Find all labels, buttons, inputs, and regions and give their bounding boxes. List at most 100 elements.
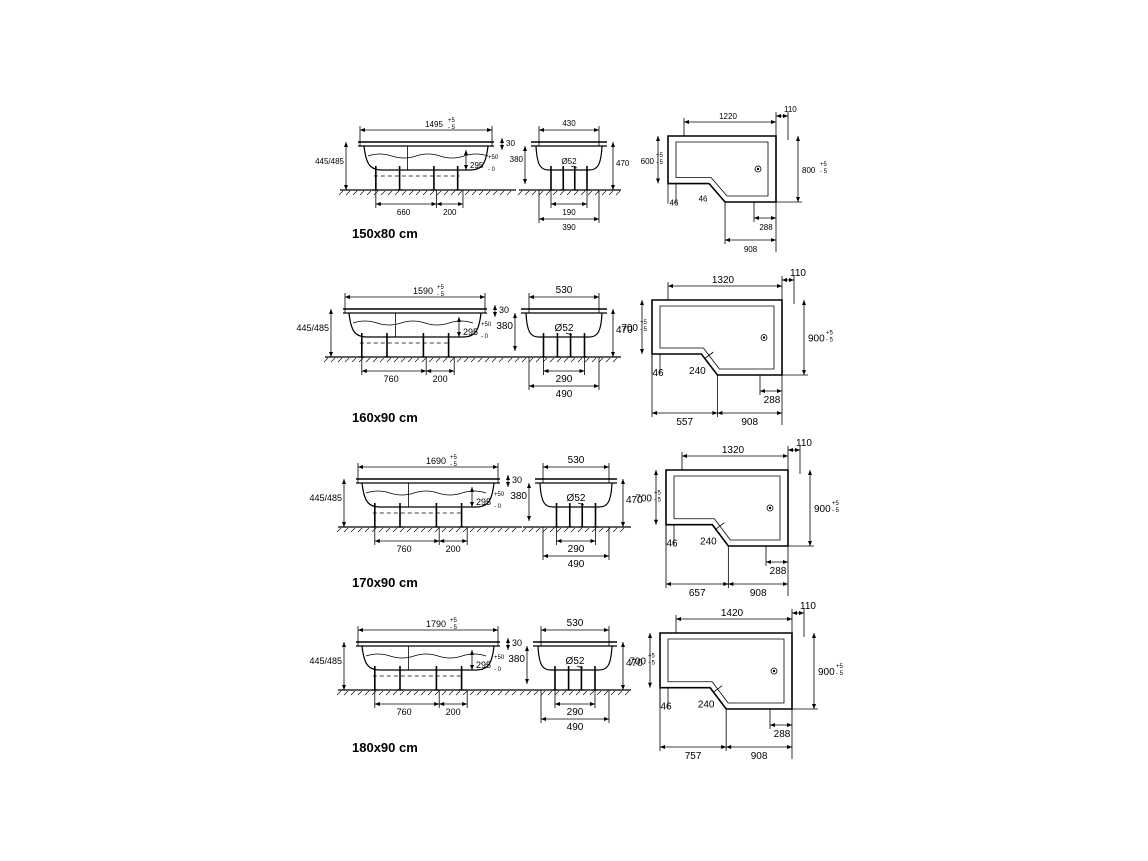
plan-right-top-label: 110 bbox=[790, 268, 806, 279]
plan-step-label: 240 bbox=[700, 537, 717, 548]
floor-hatch bbox=[422, 190, 428, 196]
row-title: 160x90 cm bbox=[352, 410, 418, 425]
plan-left-width-label: 700 bbox=[621, 323, 638, 334]
arrow-head bbox=[360, 128, 365, 132]
floor-hatch bbox=[566, 190, 572, 196]
floor-hatch bbox=[589, 690, 595, 696]
floor-hatch bbox=[519, 690, 525, 696]
arrow-head bbox=[621, 685, 625, 690]
floor-hatch bbox=[556, 357, 562, 363]
leg-adjust-tol-top: +50 bbox=[488, 155, 499, 161]
leg-spacing-a-label: 660 bbox=[397, 208, 411, 217]
arrow-head bbox=[431, 202, 437, 206]
plan-left-tol-bottom: - 5 bbox=[654, 497, 662, 503]
floor-hatch bbox=[463, 357, 469, 363]
floor-hatch bbox=[413, 527, 419, 533]
floor-hatch bbox=[540, 690, 546, 696]
arrow-head bbox=[652, 411, 657, 415]
arrow-head bbox=[611, 352, 615, 357]
arrow-head bbox=[788, 448, 793, 452]
floor-hatch bbox=[601, 190, 607, 196]
floor-hatch bbox=[484, 357, 490, 363]
floor-hatch bbox=[561, 690, 567, 696]
floor-hatch bbox=[469, 690, 475, 696]
arrow-head bbox=[375, 202, 381, 206]
plan-right-top-label: 110 bbox=[796, 438, 812, 449]
floor-hatch bbox=[608, 190, 614, 196]
side-length-label: 1495 bbox=[425, 120, 443, 129]
floor-hatch bbox=[429, 190, 435, 196]
drain-hole bbox=[770, 667, 778, 675]
floor-hatch bbox=[434, 690, 440, 696]
arrow-head bbox=[808, 541, 812, 546]
drain-center bbox=[772, 669, 776, 673]
plan-right-tol-bottom: - 5 bbox=[832, 508, 840, 514]
side-length-tol-top: +5 bbox=[450, 618, 458, 624]
floor-hatch bbox=[378, 527, 384, 533]
floor-hatch bbox=[478, 190, 484, 196]
arrow-head bbox=[529, 384, 534, 388]
plan-right-tol-bottom: - 5 bbox=[826, 338, 834, 344]
arrow-head bbox=[579, 369, 585, 373]
arrow-head bbox=[513, 346, 517, 351]
floor-hatch bbox=[573, 190, 579, 196]
floor-hatch bbox=[462, 527, 468, 533]
floor-hatch bbox=[492, 190, 498, 196]
floor-hatch bbox=[603, 690, 609, 696]
floor-hatch bbox=[580, 190, 586, 196]
plan-left-tol-top: +5 bbox=[640, 320, 648, 326]
plan-right-tol-top: +5 bbox=[820, 162, 828, 168]
drain-center bbox=[768, 506, 772, 510]
arrow-head bbox=[434, 539, 440, 543]
arrow-head bbox=[787, 745, 792, 749]
plan-edge-a-label: 46 bbox=[652, 368, 664, 379]
floor-hatch bbox=[615, 190, 621, 196]
floor-hatch bbox=[619, 527, 625, 533]
drain-hole bbox=[760, 334, 768, 341]
floor-hatch bbox=[399, 690, 405, 696]
arrow-head bbox=[621, 522, 625, 527]
floor-hatch bbox=[457, 190, 463, 196]
floor-hatch bbox=[338, 190, 344, 196]
floor-hatch bbox=[455, 690, 461, 696]
arrow-head bbox=[551, 202, 556, 206]
floor-hatch bbox=[554, 690, 560, 696]
floor-hatch bbox=[344, 357, 350, 363]
arrow-head bbox=[771, 120, 776, 124]
leg-spacing-a-label: 760 bbox=[384, 374, 399, 384]
floor-hatch bbox=[350, 690, 356, 696]
floor-hatch bbox=[343, 690, 349, 696]
leg-spacing-b-label: 200 bbox=[443, 208, 457, 217]
leg-adjust-label: 295 bbox=[463, 327, 478, 337]
step-leader bbox=[713, 685, 723, 693]
arrow-head bbox=[783, 560, 788, 564]
floor-hatch bbox=[386, 357, 392, 363]
floor-hatch bbox=[435, 357, 441, 363]
arrow-head bbox=[525, 679, 529, 684]
floor-hatch bbox=[427, 690, 433, 696]
front-base-width-label: 490 bbox=[567, 722, 584, 733]
floor-hatch bbox=[598, 357, 604, 363]
leg-adjust-tol-top: +50 bbox=[494, 655, 505, 661]
arrow-head bbox=[529, 295, 534, 299]
plan-right-tol-top: +5 bbox=[832, 501, 840, 507]
arrow-head bbox=[436, 202, 442, 206]
floor-hatch bbox=[549, 357, 555, 363]
arrow-head bbox=[648, 682, 652, 688]
plan-top-length-label: 1320 bbox=[712, 275, 735, 286]
arrow-head bbox=[439, 539, 445, 543]
floor-hatch bbox=[587, 190, 593, 196]
arrow-head bbox=[789, 278, 794, 282]
floor-hatch bbox=[470, 357, 476, 363]
arrow-head bbox=[527, 516, 531, 521]
arrow-head bbox=[802, 370, 806, 375]
front-body-outline bbox=[537, 645, 613, 671]
arrow-head bbox=[590, 539, 596, 543]
arrow-head bbox=[493, 465, 498, 469]
floor-hatch bbox=[407, 357, 413, 363]
